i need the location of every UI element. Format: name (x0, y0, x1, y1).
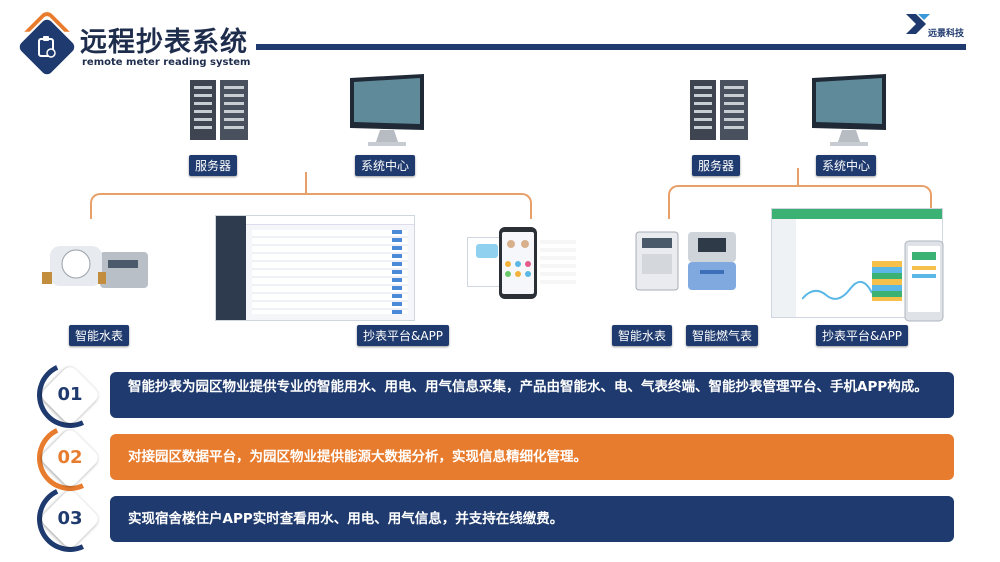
platform-dashboard-screenshot (215, 215, 415, 321)
right-platform-label: 抄表平台&APP (816, 325, 909, 346)
feature-row-02: 对接园区数据平台，为园区物业提供能源大数据分析，实现信息精细化管理。 (110, 434, 954, 480)
app-chart-card (540, 240, 576, 284)
right-server-label: 服务器 (692, 155, 741, 176)
left-bracket-stem (305, 172, 307, 194)
header-bar (256, 44, 966, 50)
left-water-meter-label: 智能水表 (69, 325, 130, 346)
server-icon (690, 80, 748, 140)
gas-meter-icon (688, 232, 736, 290)
app-card-screenshot (467, 237, 505, 287)
tablet-icon (904, 240, 944, 322)
left-center-label: 系统中心 (355, 155, 416, 176)
right-gas-meter-label: 智能燃气表 (686, 325, 759, 346)
right-water-meter-label: 智能水表 (612, 325, 673, 346)
feature-number-badge: 01 (38, 363, 102, 427)
right-bracket-stem (797, 168, 799, 186)
feature-row-03: 实现宿舍楼住户APP实时查看用水、用电、用气信息，并支持在线缴费。 (110, 496, 954, 542)
water-meter-icon (42, 246, 148, 288)
feature-number-badge: 02 (38, 426, 102, 490)
right-center-label: 系统中心 (816, 155, 877, 176)
feature-row-01: 智能抄表为园区物业提供专业的智能用水、用电、用气信息采集，产品由智能水、电、气表… (110, 372, 954, 418)
company-logo (906, 14, 930, 34)
monitor-icon (812, 74, 886, 146)
electric-meter-icon (635, 231, 679, 291)
server-icon (190, 80, 248, 140)
page-subtitle: remote meter reading system (82, 57, 251, 68)
logo-text: 远景科技 (928, 29, 965, 39)
left-server-label: 服务器 (189, 155, 238, 176)
left-platform-label: 抄表平台&APP (357, 325, 450, 346)
page-title: 远程抄表系统 (80, 27, 248, 58)
right-bracket (668, 185, 932, 219)
clipboard-icon (38, 36, 56, 58)
left-bracket (90, 193, 532, 219)
phone-icon (499, 227, 537, 299)
feature-number-badge: 03 (38, 487, 102, 551)
monitor-icon (350, 74, 424, 146)
